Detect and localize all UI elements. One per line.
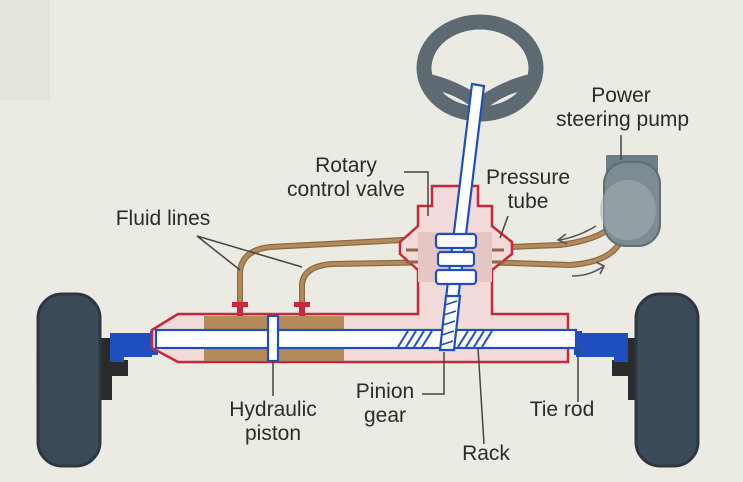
label-rotary-control-valve-line1: Rotary	[315, 154, 377, 177]
fluid-ports	[232, 302, 310, 316]
fluid-lines	[237, 235, 443, 315]
left-wheel	[36, 292, 128, 468]
leader-pressure-tube	[499, 215, 509, 239]
label-power-steering-pump: Power steering pump	[556, 84, 690, 132]
label-hydraulic-piston: Hydraulic piston	[208, 398, 338, 446]
label-tie-rod: Tie rod	[512, 398, 612, 422]
pinion-gear	[438, 294, 462, 352]
leader-fluid-line-1	[196, 235, 241, 271]
label-rack-text: Rack	[462, 442, 510, 465]
leader-rack	[477, 347, 485, 445]
label-pinion-gear-line1: Pinion	[355, 380, 415, 403]
label-hydraulic-piston-line2: piston	[244, 422, 302, 445]
label-power-steering-pump-line2: steering pump	[556, 108, 690, 131]
rack-bar	[154, 328, 578, 350]
label-power-steering-pump-line1: Power	[591, 84, 651, 107]
right-wheel	[612, 292, 700, 468]
label-fluid-lines-text: Fluid lines	[115, 207, 211, 230]
background-panel	[0, 0, 50, 100]
supply-flow-arrow-icon	[571, 265, 605, 277]
label-rotary-control-valve-line2: control valve	[287, 178, 405, 201]
label-fluid-lines: Fluid lines	[98, 207, 228, 231]
leader-lines	[196, 135, 622, 445]
label-pinion-gear: Pinion gear	[340, 380, 430, 428]
label-rack: Rack	[446, 442, 526, 466]
rack-teeth	[397, 330, 493, 348]
flow-arrows	[556, 225, 606, 277]
rotary-valve-spools	[434, 232, 478, 286]
leader-pinion-gear	[422, 352, 445, 395]
leader-rotary-valve	[404, 171, 429, 216]
label-tie-rod-text: Tie rod	[529, 398, 595, 421]
label-hydraulic-piston-line1: Hydraulic	[229, 398, 317, 421]
leader-fluid-line-2	[196, 235, 303, 268]
right-tire	[634, 292, 700, 468]
left-tire	[36, 292, 102, 468]
label-rotary-control-valve: Rotary control valve	[266, 154, 426, 202]
power-steering-pump	[600, 155, 661, 247]
label-pressure-tube-line2: tube	[507, 190, 549, 213]
hydraulic-piston	[266, 314, 280, 363]
label-pressure-tube-line1: Pressure	[485, 166, 571, 189]
label-pressure-tube: Pressure tube	[478, 166, 578, 214]
return-flow-arrow-icon	[559, 225, 597, 241]
label-pinion-gear-line2: gear	[363, 404, 407, 427]
